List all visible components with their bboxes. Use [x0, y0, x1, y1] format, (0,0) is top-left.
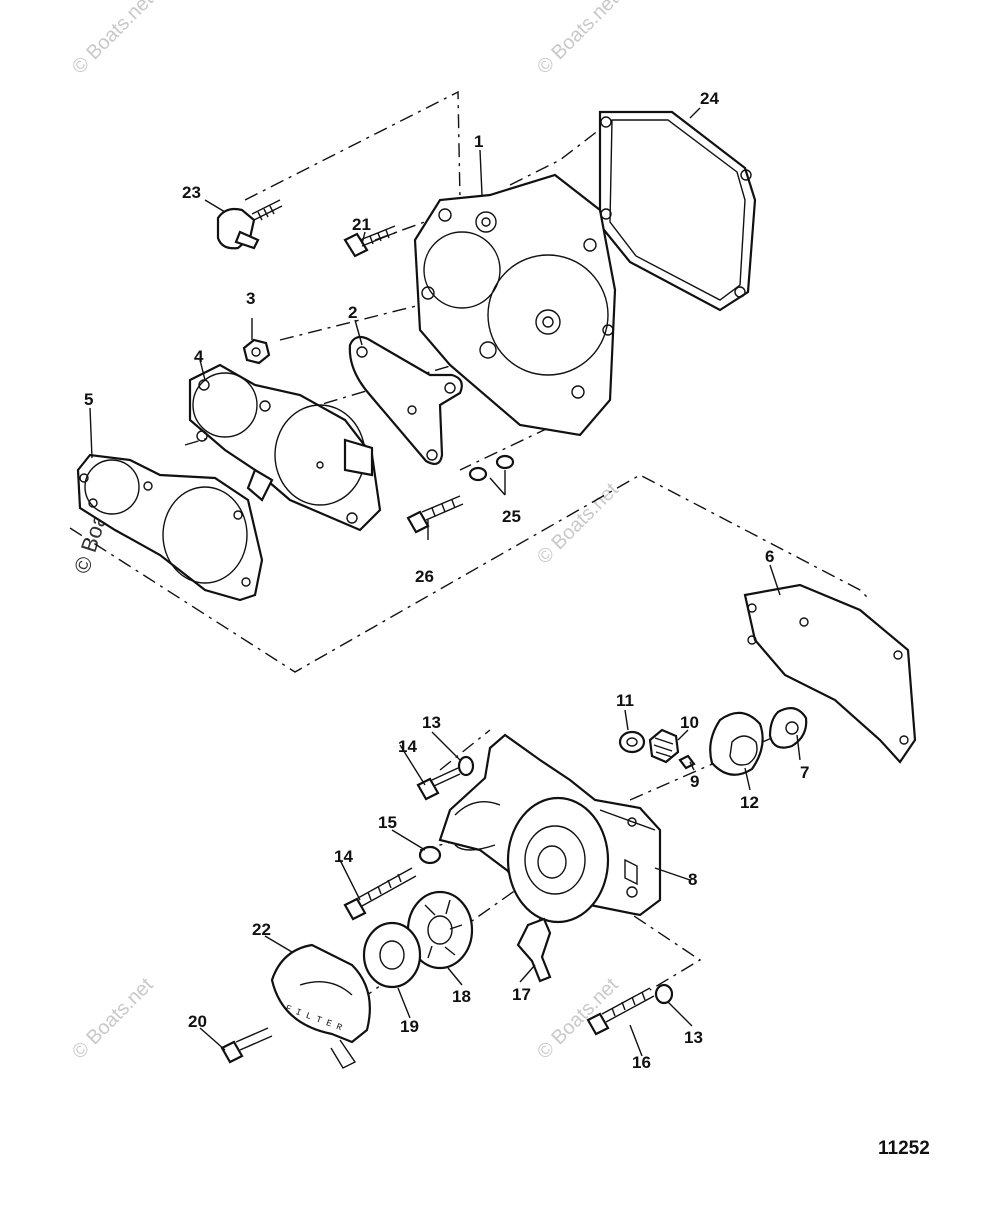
callout-10: 10 — [680, 713, 699, 732]
washer-11 — [618, 730, 646, 754]
callout-7: 7 — [800, 763, 809, 782]
callout-6: 6 — [765, 547, 774, 566]
callout-3: 3 — [246, 289, 255, 308]
callout-22: 22 — [252, 920, 271, 939]
callout-1: 1 — [474, 132, 483, 151]
washer-19 — [362, 921, 422, 989]
callout-16: 16 — [632, 1053, 651, 1072]
callout-24: 24 — [700, 89, 719, 108]
spring-10 — [648, 728, 680, 764]
screw-16 — [586, 1012, 610, 1036]
filter-cover-22 — [270, 943, 371, 1044]
alignment-line — [279, 299, 441, 341]
alignment-line — [609, 899, 702, 991]
callout-8: 8 — [688, 870, 697, 889]
cover-port — [423, 231, 501, 309]
watermark: © Boats.net — [533, 974, 623, 1064]
diaphragm-housing-4 — [188, 363, 382, 532]
alignment-line — [509, 119, 613, 186]
callout-23: 23 — [182, 183, 201, 202]
callout-11: 11 — [616, 691, 634, 710]
callout-12: 12 — [740, 793, 759, 812]
lock-washer-25 — [468, 466, 488, 482]
watermark: © Boats.net — [68, 974, 158, 1064]
callout-15: 15 — [378, 813, 397, 832]
callout-2: 2 — [348, 303, 357, 322]
cover-chamber — [487, 254, 609, 376]
lock-washer-25 — [495, 454, 515, 470]
callout-4: 4 — [194, 347, 204, 366]
lock-washer-13 — [457, 755, 475, 777]
seal-washer-7 — [768, 707, 808, 749]
gasket-6 — [743, 583, 917, 764]
bracket-plate-2 — [348, 335, 463, 465]
callout-13-lower: 13 — [684, 1028, 703, 1047]
screw-14 — [416, 777, 440, 801]
barbed-fitting-17 — [516, 917, 552, 983]
watermark: © Boats.net — [533, 0, 623, 79]
callout-17: 17 — [512, 985, 531, 1004]
pump-cover-1 — [413, 173, 617, 437]
check-valve-cup-12 — [709, 711, 764, 776]
watermark: © Boats.net — [68, 0, 158, 79]
lock-washer-13 — [654, 983, 674, 1005]
callout-21: 21 — [352, 215, 371, 234]
gasket-24 — [598, 110, 757, 312]
nut-3 — [242, 338, 271, 365]
alignment-line — [69, 474, 871, 673]
callout-14-upper: 14 — [398, 737, 417, 756]
callout-14-lower: 14 — [334, 847, 353, 866]
gasket-5 — [76, 453, 264, 602]
callout-19: 19 — [400, 1017, 419, 1036]
screw-14 — [343, 897, 367, 921]
bolt-26 — [406, 510, 430, 534]
screw-20 — [220, 1040, 244, 1064]
callout-9: 9 — [690, 772, 699, 791]
alignment-line — [439, 729, 491, 771]
callout-26: 26 — [415, 567, 434, 586]
callout-18: 18 — [452, 987, 471, 1006]
washer-15 — [418, 845, 442, 865]
screw-9 — [678, 754, 696, 770]
drawing-number: 11252 — [878, 1138, 930, 1159]
callout-5: 5 — [84, 390, 93, 409]
callout-20: 20 — [188, 1012, 207, 1031]
callout-25: 25 — [502, 507, 521, 526]
screw-21 — [343, 232, 369, 258]
alignment-line — [244, 90, 461, 201]
callout-13-upper: 13 — [422, 713, 441, 732]
